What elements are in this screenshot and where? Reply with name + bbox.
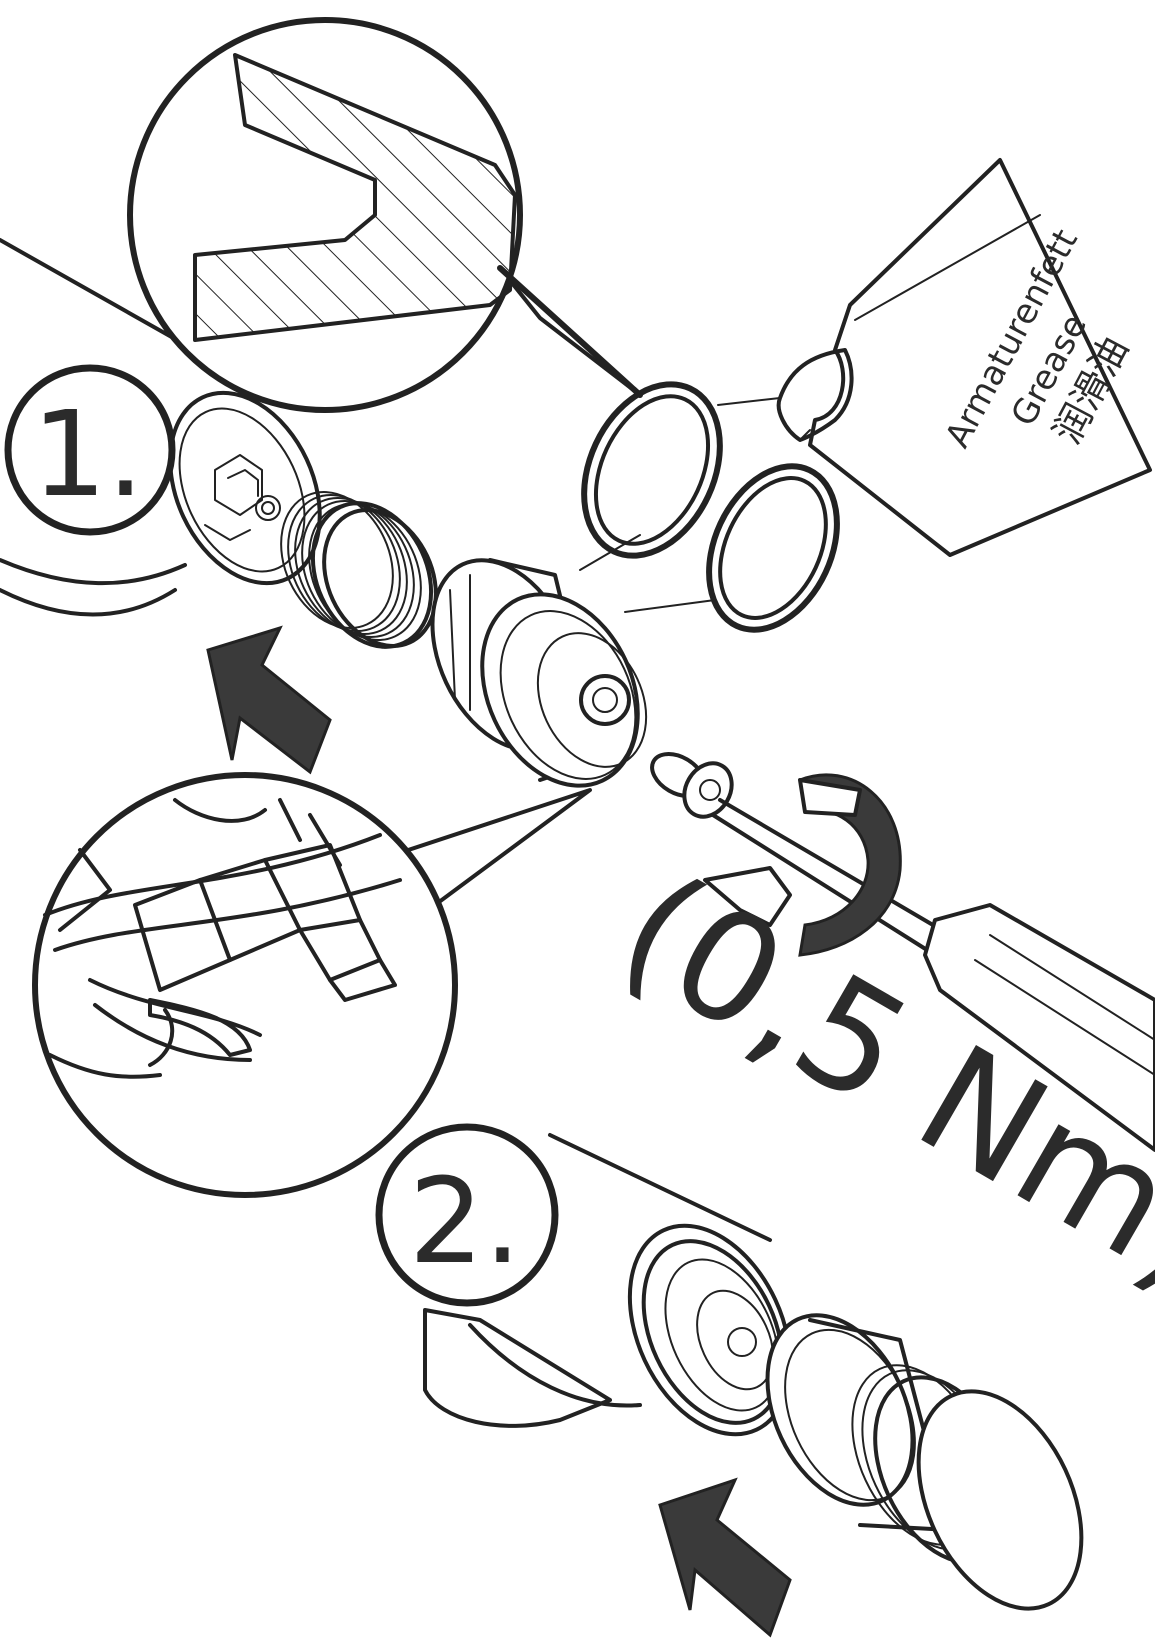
screwdriver-icon xyxy=(711,798,1155,1152)
insert-arrow xyxy=(206,625,792,1638)
step-1-label: 1. xyxy=(32,385,145,523)
faucet-body-lower xyxy=(423,1133,793,1437)
o-ring-large xyxy=(581,381,723,559)
cartridge-screw xyxy=(650,752,734,819)
clip-detail-magnifier xyxy=(32,772,592,1198)
valve-cartridge xyxy=(430,558,648,788)
step-1-circle: 1. xyxy=(4,364,176,536)
cover-cap xyxy=(765,1313,1084,1611)
step-2-label: 2. xyxy=(409,1152,522,1290)
grease-tube-icon xyxy=(776,158,1152,557)
o-ring-small xyxy=(706,463,840,633)
filter-spring xyxy=(280,491,438,649)
seal-detail-magnifier xyxy=(127,17,643,413)
rotate-arrow xyxy=(703,773,902,957)
step-2-circle: 2. xyxy=(375,1123,559,1307)
